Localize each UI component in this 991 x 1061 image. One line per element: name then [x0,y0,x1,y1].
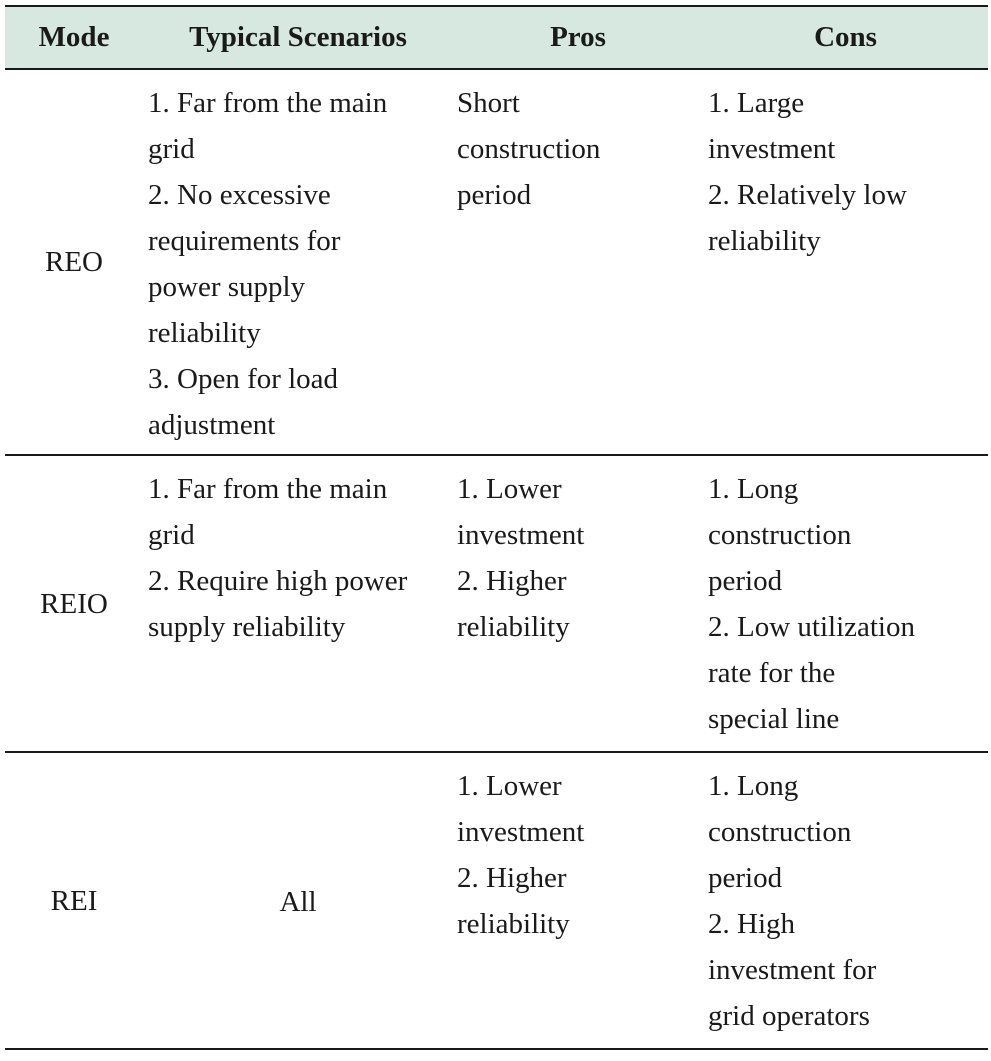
scenarios-cell: 1. Far from the main grid 2. No excessiv… [143,70,453,454]
scenario-line: All [279,885,317,918]
mode-cell: REO [45,246,103,278]
cons-line: rate for the [708,657,836,689]
cons-cell: 1. Large investment 2. Relatively low re… [703,70,988,454]
pros-line: 2. Higher [457,862,567,894]
pros-line: reliability [457,908,570,940]
table-row: REO 1. Far from the main grid 2. No exce… [5,70,988,456]
table-header: Mode Typical Scenarios Pros Cons [5,5,988,70]
mode-cell: REI [50,884,98,917]
pros-line: 2. Higher [457,565,567,597]
cons-line: 1. Long [708,473,799,505]
scenario-line: grid [148,519,195,551]
pros-cell: 1. Lower investment 2. Higher reliabilit… [453,456,703,751]
pros-line: 1. Lower [457,770,562,802]
comparison-table: Mode Typical Scenarios Pros Cons REO 1. … [5,5,988,1050]
cons-cell: 1. Long construction period 2. Low utili… [703,456,988,751]
cons-line: 2. Relatively low [708,179,907,211]
cons-cell: 1. Long construction period 2. High inve… [703,753,988,1048]
scenarios-cell: All [143,753,453,1048]
cons-line: special line [708,703,840,735]
pros-line: investment [457,816,585,848]
pros-cell: Short construction period [453,70,703,454]
cons-line: period [708,862,783,894]
header-scenarios: Typical Scenarios [189,21,407,53]
cons-line: 1. Large [708,87,805,119]
cons-line: reliability [708,225,821,257]
cons-line: investment [708,133,836,165]
table-row: REIO 1. Far from the main grid 2. Requir… [5,456,988,753]
cons-line: grid operators [708,1000,870,1032]
header-pros: Pros [550,21,606,53]
table-row: REI All 1. Lower investment 2. Higher re… [5,753,988,1050]
mode-cell: REIO [40,587,108,620]
scenario-line: grid [148,133,195,165]
scenario-line: supply reliability [148,611,346,643]
pros-line: investment [457,519,585,551]
cons-line: 2. High [708,908,795,940]
cons-line: 2. Low utilization [708,611,915,643]
pros-line: reliability [457,611,570,643]
cons-line: investment for [708,954,877,986]
cons-line: construction [708,519,852,551]
pros-line: period [457,179,532,211]
pros-cell: 1. Lower investment 2. Higher reliabilit… [453,753,703,1048]
scenario-line: 3. Open for load [148,363,339,395]
pros-line: construction [457,133,601,165]
scenario-line: requirements for [148,225,341,257]
header-cons: Cons [814,21,877,53]
header-mode: Mode [38,21,110,53]
scenario-line: power supply [148,271,306,303]
scenario-line: 2. Require high power [148,565,408,597]
cons-line: construction [708,816,852,848]
cons-line: 1. Long [708,770,799,802]
scenario-line: 1. Far from the main [148,473,388,505]
scenario-line: adjustment [148,409,276,441]
scenario-line: 1. Far from the main [148,87,388,119]
scenario-line: 2. No excessive [148,179,331,211]
scenario-line: reliability [148,317,261,349]
scenarios-cell: 1. Far from the main grid 2. Require hig… [143,456,453,751]
pros-line: Short [457,87,520,119]
cons-line: period [708,565,783,597]
pros-line: 1. Lower [457,473,562,505]
